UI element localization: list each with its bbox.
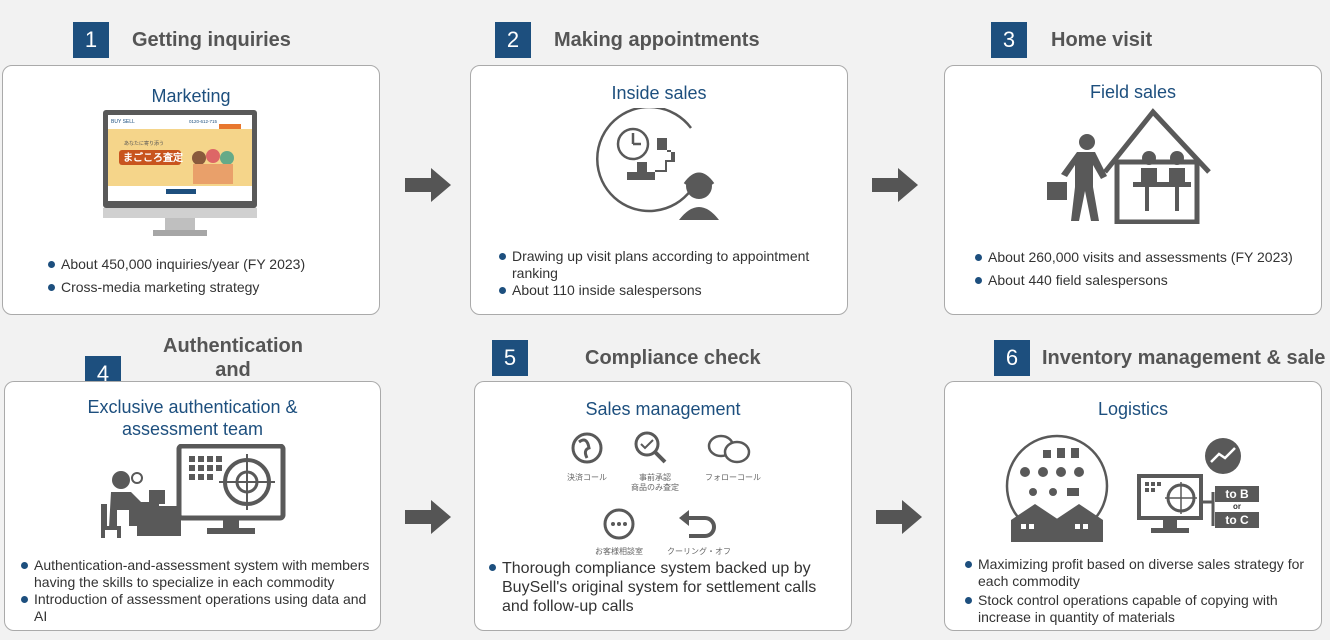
- logistics-bullets: Maximizing profit based on diverse sales…: [965, 556, 1315, 626]
- authentication-card: Exclusive authentication & assessment te…: [4, 381, 381, 631]
- bullet: Stock control operations capable of copy…: [965, 592, 1315, 626]
- icon-label: 事前承認: [639, 472, 671, 482]
- marketing-bullets: About 450,000 inquiries/year (FY 2023) C…: [48, 256, 368, 302]
- field-sales-icon: [1047, 108, 1211, 224]
- step-1-header: 1 Getting inquiries: [73, 22, 291, 58]
- settlement-call-icon: 決済コール: [567, 432, 607, 482]
- icon-label: 商品のみ査定: [631, 482, 679, 492]
- inside-sales-card: Inside sales Drawing up visit plans acco…: [470, 65, 848, 315]
- card-title-line: Exclusive authentication &: [87, 397, 298, 417]
- step-title: Home visit: [1051, 29, 1153, 51]
- to-b-label: to B: [1225, 487, 1249, 501]
- compliance-icons: 決済コール 事前承認 商品のみ査定 フォローコール お客様相談室 クーリング・オ…: [567, 431, 761, 556]
- chat-bubble-icon: お客様相談室: [595, 508, 643, 556]
- icon-label: フォローコール: [705, 473, 761, 482]
- icon-label: 決済コール: [567, 472, 607, 482]
- bullet: About 450,000 inquiries/year (FY 2023): [48, 256, 368, 273]
- field-sales-bullets: About 260,000 visits and assessments (FY…: [975, 249, 1315, 295]
- card-title-line: assessment team: [121, 419, 264, 439]
- step-title-line: Authentication and: [163, 335, 303, 381]
- bullet: Maximizing profit based on diverse sales…: [965, 556, 1315, 590]
- card-title: Field sales: [1089, 82, 1177, 102]
- step-5-header: 5 Compliance check: [492, 340, 761, 376]
- step-title: Compliance check: [585, 347, 761, 369]
- bullet: About 440 field salespersons: [975, 272, 1315, 289]
- bullet: Drawing up visit plans according to appo…: [499, 248, 839, 282]
- step-title: Getting inquiries: [132, 29, 291, 51]
- step-number: 3: [991, 22, 1027, 58]
- inside-sales-icon: [596, 108, 719, 220]
- field-sales-card: Field sales About 260,000 visits and ass…: [944, 65, 1322, 315]
- arrow-right-icon: [405, 168, 451, 202]
- compliance-bullets: Thorough compliance system backed up by …: [489, 559, 844, 616]
- step-number: 5: [492, 340, 528, 376]
- arrow-right-icon: [405, 500, 451, 534]
- authentication-bullets: Authentication-and-assessment system wit…: [21, 557, 376, 625]
- bullet: Authentication-and-assessment system wit…: [21, 557, 376, 591]
- undo-arrow-icon: クーリング・オフ: [667, 510, 731, 556]
- computer-monitor-icon: BUY SELL 0120-612-715 あなたに寄り添う まごころ査定: [103, 110, 257, 236]
- screen-headline: まごころ査定: [123, 151, 183, 164]
- arrow-right-icon: [872, 168, 918, 202]
- sales-management-card: Sales management 決済コール 事前承認 商品のみ査定 フォローコ…: [474, 381, 852, 631]
- card-title: Inside sales: [611, 83, 707, 103]
- logistics-card: Logistics to B or to C Maximizing profit…: [944, 381, 1322, 631]
- step-title: Making appointments: [554, 29, 760, 51]
- card-title: Marketing: [151, 86, 231, 106]
- to-c-label: to C: [1225, 513, 1249, 527]
- screen-tagline: あなたに寄り添う: [124, 140, 164, 147]
- card-title: Sales management: [585, 399, 741, 419]
- step-2-header: 2 Making appointments: [495, 22, 760, 58]
- step-3-header: 3 Home visit: [991, 22, 1152, 58]
- magnifier-icon: 事前承認 商品のみ査定: [631, 431, 679, 492]
- bullet: Cross-media marketing strategy: [48, 279, 368, 296]
- assessment-team-icon: [101, 444, 286, 538]
- marketing-card: Marketing BUY SELL 0120-612-715 あなたに寄り添う…: [2, 65, 380, 315]
- bullet: About 110 inside salespersons: [499, 282, 839, 299]
- bullet: Introduction of assessment operations us…: [21, 591, 376, 625]
- step-title: Inventory management & sale: [1042, 347, 1326, 369]
- step-number: 1: [73, 22, 109, 58]
- logistics-icon: to B or to C: [1005, 434, 1259, 542]
- icon-label: お客様相談室: [595, 546, 643, 556]
- bullet: Thorough compliance system backed up by …: [489, 559, 844, 616]
- step-number: 2: [495, 22, 531, 58]
- icon-label: クーリング・オフ: [667, 546, 731, 556]
- screen-phone: 0120-612-715: [189, 119, 218, 124]
- inside-sales-bullets: Drawing up visit plans according to appo…: [499, 248, 839, 299]
- card-title: Exclusive authentication & assessment te…: [5, 396, 380, 440]
- step-number: 6: [994, 340, 1030, 376]
- follow-call-icon: フォローコール: [705, 434, 761, 482]
- or-label: or: [1233, 502, 1241, 511]
- step-6-header: 6 Inventory management & sale: [994, 340, 1325, 376]
- bullet: About 260,000 visits and assessments (FY…: [975, 249, 1315, 266]
- screen-logo: BUY SELL: [111, 119, 135, 125]
- card-title: Logistics: [1097, 399, 1169, 419]
- arrow-right-icon: [876, 500, 922, 534]
